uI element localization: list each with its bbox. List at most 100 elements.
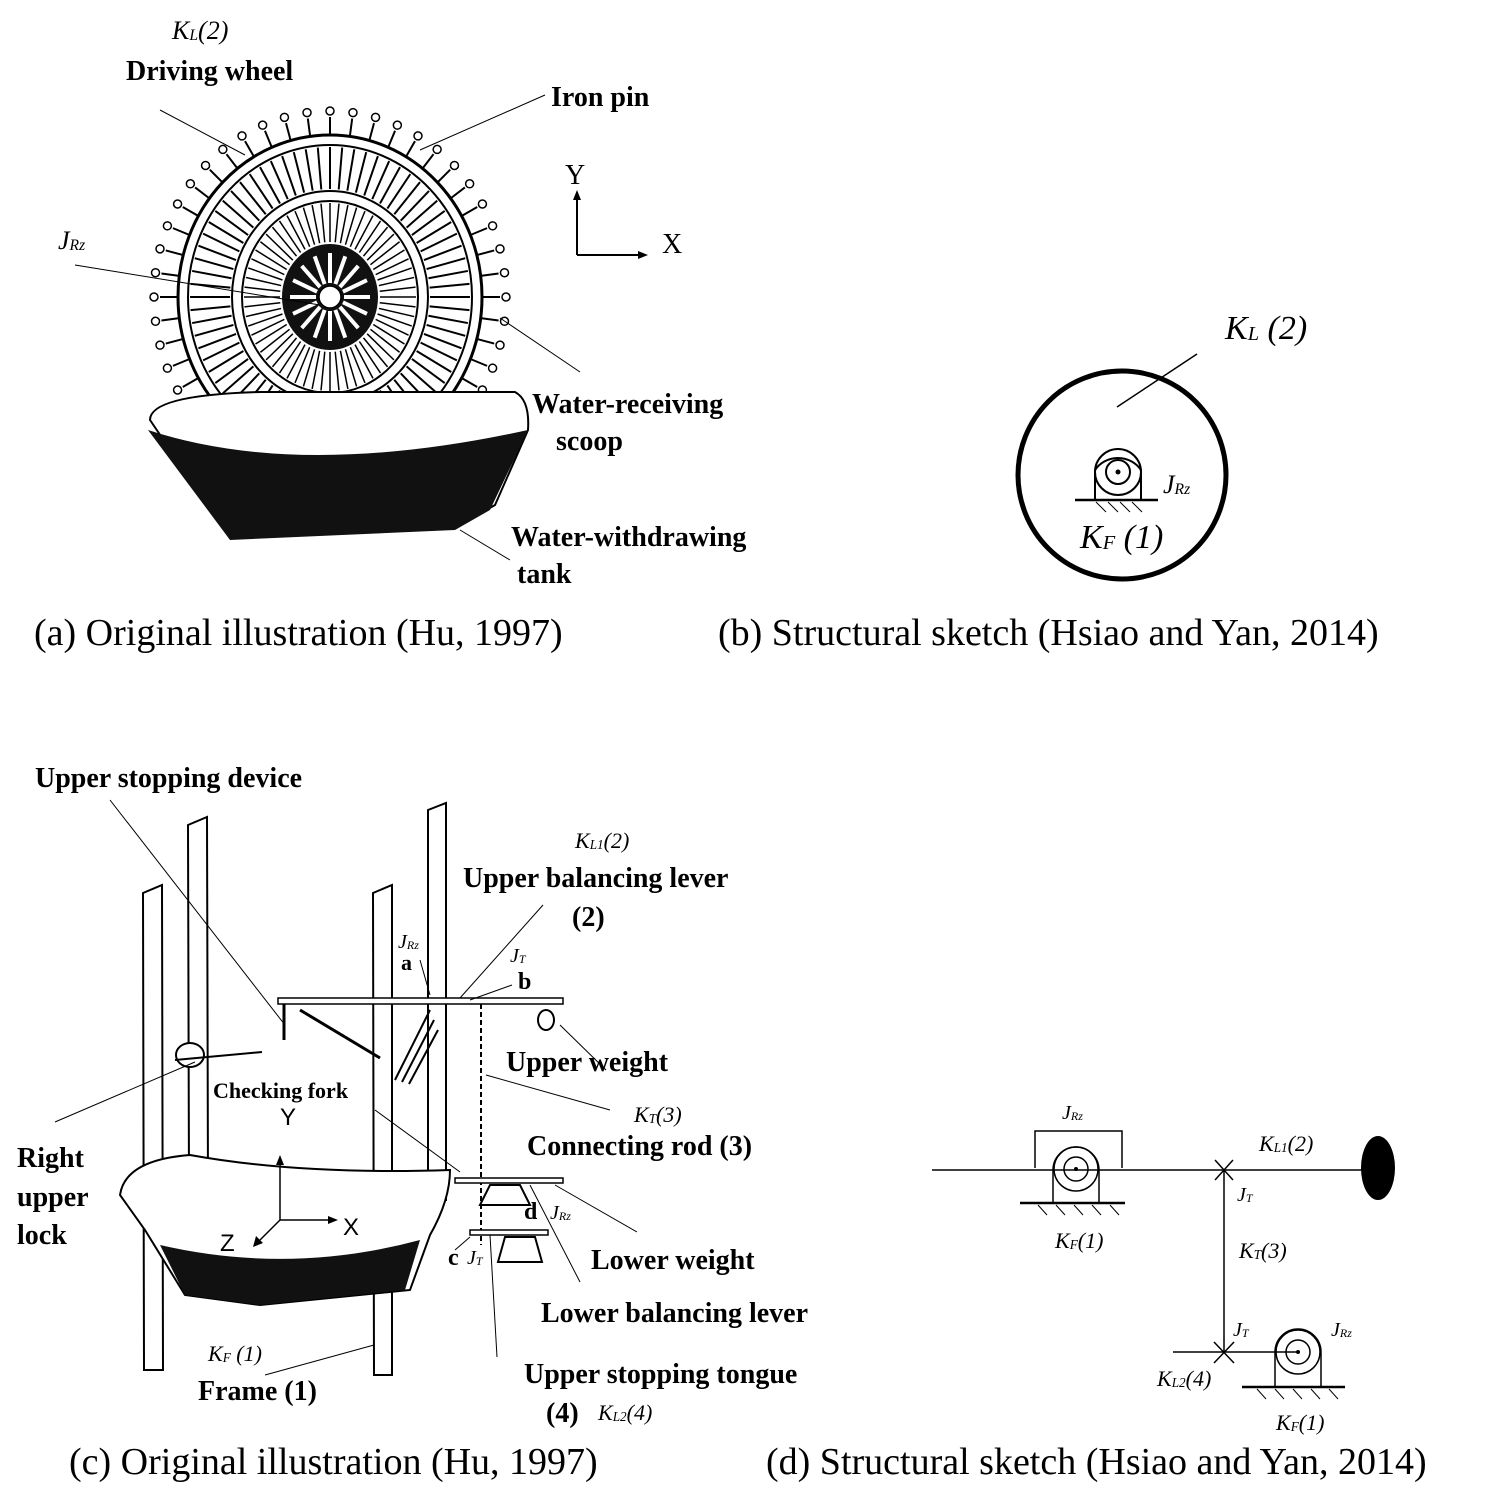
hub-spoke xyxy=(333,309,348,339)
link-circle-b xyxy=(1015,368,1229,582)
wheel-inner-spoke xyxy=(366,333,395,361)
label-jrz-a: JRz xyxy=(58,226,86,255)
iron-pin xyxy=(279,112,290,123)
revolute-joint-b xyxy=(1094,457,1142,500)
leader-kl-b xyxy=(1116,353,1198,408)
wheel-inner-spoke xyxy=(354,215,374,250)
wheel-inner-spoke xyxy=(379,302,416,308)
wheel-spoke xyxy=(230,190,261,222)
revolute-inner-top-d xyxy=(1063,1156,1089,1182)
wheel-inner-spoke xyxy=(375,318,409,336)
wheel-spoke xyxy=(190,305,231,312)
wheel-spoke xyxy=(399,190,430,222)
water-receiving-scoop xyxy=(165,337,184,345)
label-jt-top-c: JT xyxy=(510,945,526,967)
wheel-spoke xyxy=(316,147,323,190)
axis-label-y-a: Y xyxy=(565,160,586,191)
wheel-inner-spoke xyxy=(255,249,288,271)
label-tank: tank xyxy=(517,559,572,590)
wheel-spoke xyxy=(354,151,368,193)
label-jrz-bottom-c: JRz xyxy=(550,1202,571,1224)
hub-spoke xyxy=(312,255,327,285)
wheel-inner-spoke xyxy=(259,328,291,353)
iron-pin xyxy=(325,106,335,116)
label-water-withdrawing: Water-withdrawing xyxy=(511,522,747,553)
label-kf-top-d: KF(1) xyxy=(1055,1228,1104,1253)
revolute-outer-b xyxy=(1094,448,1142,496)
wheel-inner-spoke xyxy=(358,341,382,374)
label-kl1-c: KL1(2) xyxy=(575,828,630,853)
leader-driving-wheel xyxy=(159,109,246,156)
water-receiving-scoop xyxy=(165,249,184,257)
label-kl2-c: KL2(4) xyxy=(598,1400,653,1425)
wheel-spoke xyxy=(411,210,446,236)
wheel-inner-spoke xyxy=(294,346,311,384)
iron-pin xyxy=(495,244,505,254)
tank-c-body xyxy=(160,1240,420,1305)
axis-z-arrow-c xyxy=(253,1236,263,1247)
iron-pin xyxy=(237,131,247,141)
iron-pin xyxy=(150,267,161,278)
revolute-joint-bottom-d xyxy=(1274,1328,1322,1387)
label-kf-b: KF (1) xyxy=(1080,519,1164,556)
revolute-center-top-d xyxy=(1074,1167,1078,1171)
iron-pin xyxy=(302,107,312,118)
revolute-outer-top-d xyxy=(1053,1146,1099,1192)
wheel-inner-spoke xyxy=(251,258,285,276)
iron-pin xyxy=(477,199,488,209)
wheel-spoke xyxy=(214,210,249,236)
water-receiving-scoop xyxy=(182,206,199,217)
wheel-inner-spoke xyxy=(377,267,413,281)
wheel-spoke xyxy=(198,244,237,261)
wheel-inner-spoke xyxy=(339,204,349,244)
label-right-upper-lock-2: upper xyxy=(17,1182,89,1213)
wheel-inner-spoke xyxy=(362,226,389,257)
hub-spoke xyxy=(300,305,322,330)
iron-pin xyxy=(501,292,511,302)
wheel-inner-spoke xyxy=(369,328,401,353)
label-jt-bottom-d: JT xyxy=(1233,1319,1249,1341)
label-kl-a: KL(2) xyxy=(172,16,229,45)
water-receiving-scoop xyxy=(480,317,499,322)
upper-weight-d xyxy=(1361,1136,1395,1200)
label-point-a: a xyxy=(401,950,412,975)
wheel-inner-spoke xyxy=(377,313,413,327)
wheel-inner-spoke xyxy=(302,349,316,387)
water-receiving-scoop xyxy=(172,227,190,236)
iron-pin xyxy=(218,144,228,155)
hub-spoke xyxy=(342,300,368,316)
wheel-inner-spoke xyxy=(358,220,382,253)
iron-pin xyxy=(487,363,498,373)
ground-hatch-bottom-d xyxy=(1256,1388,1339,1400)
label-jt-top-d: JT xyxy=(1237,1184,1253,1206)
wheel-inner-spoke xyxy=(302,207,316,245)
label-right-upper-lock-1: Right xyxy=(17,1143,84,1174)
wheel-spoke xyxy=(405,365,438,395)
iron-pin xyxy=(487,221,498,231)
iron-pin xyxy=(413,131,423,141)
wheel-spoke xyxy=(426,257,466,271)
water-receiving-scoop xyxy=(161,317,180,322)
label-frame: Frame (1) xyxy=(198,1376,317,1407)
water-receiving-scoop xyxy=(476,249,495,257)
wheel-inner-spoke xyxy=(245,276,282,287)
wheel-spoke xyxy=(239,181,267,215)
wheel-spoke xyxy=(393,181,421,215)
wheel-inner-spoke xyxy=(265,333,294,361)
wheel-spoke xyxy=(208,221,244,244)
axis-y-arrow-a xyxy=(573,190,581,200)
wheel-spoke xyxy=(426,323,466,337)
label-lower-balancing-lever: Lower balancing lever xyxy=(541,1298,809,1329)
label-upper-balancing-lever: Upper balancing lever xyxy=(463,863,729,894)
iron-pin xyxy=(162,221,173,231)
water-receiving-scoop xyxy=(421,153,435,170)
wheel-spoke xyxy=(428,269,469,280)
label-jrz-top-d: JRz xyxy=(1062,1102,1083,1124)
iron-pin xyxy=(495,340,505,350)
brace xyxy=(299,1008,381,1060)
leader-tank xyxy=(459,529,511,561)
water-receiving-scoop xyxy=(161,272,180,277)
wheel-inner-spoke xyxy=(286,215,306,250)
tank-body xyxy=(148,430,528,540)
hub-spoke xyxy=(292,278,318,294)
